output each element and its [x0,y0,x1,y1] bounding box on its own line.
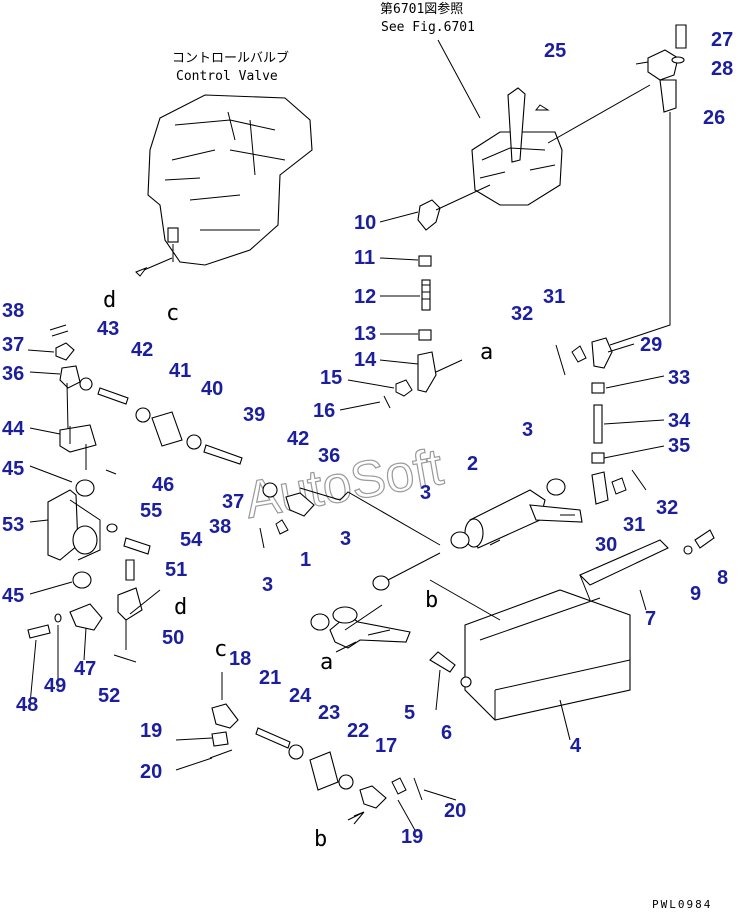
control-lever-assembly [437,24,687,346]
connector-letter-c-top: c [166,301,179,326]
callout-45-lower: 45 [2,585,24,607]
callout-47: 47 [74,658,96,680]
callout-45-upper: 45 [2,458,24,480]
callout-22: 22 [347,720,369,742]
reference-caption-jp: 第6701図参照 [380,1,463,17]
connector-letter-a-top: a [480,340,493,365]
callout-4: 4 [570,735,582,757]
callout-9: 9 [690,583,701,605]
callout-33: 33 [668,367,690,389]
callout-25: 25 [544,40,566,62]
control-valve-caption-en: Control Valve [176,69,278,84]
callout-3-d: 3 [262,574,273,596]
callout-10: 10 [354,212,376,234]
callout-3-c: 3 [340,528,351,550]
callout-30: 30 [595,534,617,556]
callout-36-upper: 36 [2,363,24,385]
bracket-assembly [429,529,715,721]
leader-lines [27,211,665,833]
callout-36-lower: 36 [318,445,340,467]
connector-letter-b-bottom: b [314,827,327,852]
callout-50: 50 [162,627,184,649]
callout-41: 41 [169,360,191,382]
callout-40: 40 [201,378,223,400]
callout-5: 5 [404,702,415,724]
connector-letter-d-mid: d [174,595,187,620]
connector-letter-a-mid: a [320,650,333,675]
callout-8: 8 [717,567,728,589]
callout-11: 11 [354,247,375,269]
connection-letters: d c a b a d c b [103,288,493,852]
callout-17: 17 [375,735,397,757]
callout-44: 44 [2,418,25,440]
control-valve-caption-jp: コントロールバルブ [172,50,289,66]
callout-37-lower: 37 [222,491,244,513]
lower-rod-chain [129,589,423,825]
callout-32-upper: 32 [511,303,533,325]
callout-49: 49 [44,675,66,697]
callout-3-b: 3 [420,482,431,504]
callout-20-left: 20 [140,761,162,783]
callout-15: 15 [320,367,342,389]
callout-6: 6 [441,722,452,744]
callout-24: 24 [289,685,312,707]
callout-35: 35 [668,435,690,457]
connector-letter-c-bottom: c [214,637,227,662]
callout-numbers: 25 27 28 26 10 11 12 13 14 15 16 29 32 3… [2,29,733,848]
reference-caption-en: See Fig.6701 [381,20,475,35]
cross-shaft-assembly [299,478,583,649]
callout-12: 12 [354,286,376,308]
callout-2: 2 [467,453,478,475]
drawing-code: PWL0984 [652,898,712,911]
callout-3-a: 3 [522,419,533,441]
callout-18: 18 [229,648,251,670]
connector-letter-b-mid: b [425,588,438,613]
callout-53: 53 [2,514,24,536]
callout-39: 39 [243,404,265,426]
callout-1: 1 [300,549,311,571]
callout-43: 43 [97,318,119,340]
callout-54: 54 [180,529,203,551]
callout-26: 26 [703,107,725,129]
callout-19-left: 19 [140,720,162,742]
callout-7: 7 [645,608,656,630]
control-valve-drawing [135,94,313,277]
callout-42-lower: 42 [287,428,309,450]
callout-46: 46 [152,474,174,496]
callout-34: 34 [668,410,691,432]
callout-48: 48 [16,694,38,716]
callout-31-lower: 31 [623,514,645,536]
right-rod-chain [555,337,647,505]
callout-23: 23 [318,702,340,724]
callout-55: 55 [140,500,162,522]
left-linkage-parts [27,324,315,663]
callout-28: 28 [711,58,733,80]
callout-32-lower: 32 [656,497,678,519]
callout-31-upper: 31 [543,286,565,308]
callout-27: 27 [711,29,733,51]
callout-14: 14 [354,349,377,371]
callout-19-right: 19 [401,826,423,848]
connector-letter-d-top: d [103,288,116,313]
callout-37-upper: 37 [2,334,24,356]
callout-42-upper: 42 [131,339,153,361]
callout-13: 13 [354,323,376,345]
callout-21: 21 [259,667,281,689]
callout-20-right: 20 [444,800,466,822]
callout-51: 51 [165,559,187,581]
callout-29: 29 [640,334,662,356]
vertical-rod-chain [383,184,491,409]
callout-38-lower: 38 [209,516,231,538]
callout-38-upper: 38 [2,300,24,322]
callout-16: 16 [313,400,335,422]
callout-52: 52 [98,685,120,707]
